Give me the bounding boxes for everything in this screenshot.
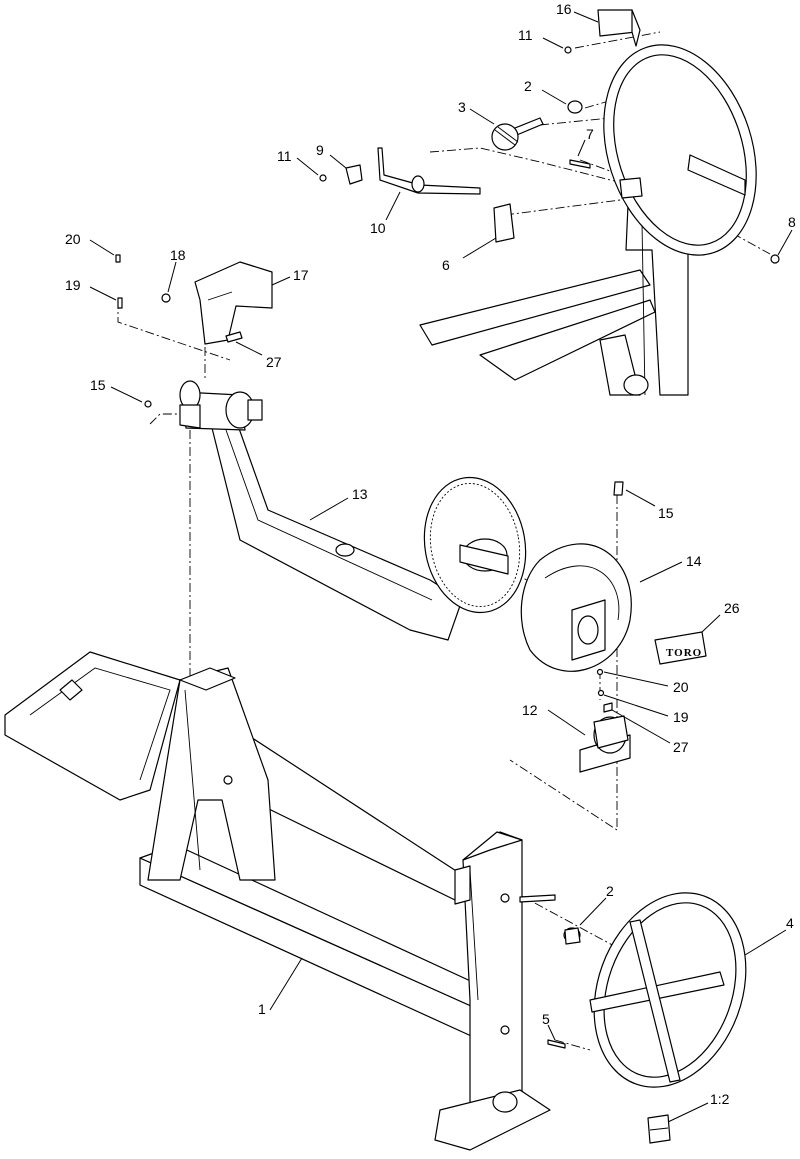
callout-3: 3 xyxy=(458,99,466,115)
callout-18: 18 xyxy=(170,247,186,263)
callout-16: 16 xyxy=(556,1,572,17)
callout-26: 26 xyxy=(724,600,740,616)
toro-logo-text: TORO xyxy=(666,647,702,659)
callout-12: 12 xyxy=(522,702,538,718)
callout-15-right: 15 xyxy=(658,505,674,521)
callout-20-lower: 20 xyxy=(673,679,689,695)
callout-13: 13 xyxy=(352,486,368,502)
callout-1: 1 xyxy=(258,1001,266,1017)
callout-11-left: 11 xyxy=(277,148,292,164)
leader-lines xyxy=(89,11,793,1123)
callout-5: 5 xyxy=(542,1011,550,1027)
callout-19-lower: 19 xyxy=(673,709,689,725)
callout-1-2: 1:2 xyxy=(710,1091,730,1107)
callout-14: 14 xyxy=(686,553,702,569)
callout-9: 9 xyxy=(316,142,324,158)
callout-15-left: 15 xyxy=(90,377,106,393)
main-base-frame xyxy=(4,651,556,1151)
callout-11-upper: 11 xyxy=(518,27,533,43)
drive-disc-assembly: TORO xyxy=(520,481,707,773)
callout-27-lower: 27 xyxy=(673,739,689,755)
callout-7: 7 xyxy=(586,126,594,142)
upper-left-bracket xyxy=(115,254,273,345)
upper-small-parts xyxy=(319,9,643,243)
callout-2-upper: 2 xyxy=(524,78,532,94)
upper-support-stand xyxy=(419,44,780,396)
callout-labels: 16 11 2 3 7 11 9 10 6 8 20 18 17 19 27 1… xyxy=(65,1,796,1107)
lower-wheel-assembly xyxy=(547,892,747,1144)
arm-and-gear xyxy=(144,380,527,641)
callout-27-upper: 27 xyxy=(266,354,282,370)
callout-2-lower: 2 xyxy=(606,883,614,899)
callout-20-upper: 20 xyxy=(65,231,81,247)
callout-17: 17 xyxy=(293,267,309,283)
callout-8: 8 xyxy=(788,214,796,230)
callout-10: 10 xyxy=(370,220,386,236)
callout-6: 6 xyxy=(442,257,450,273)
callout-19-upper: 19 xyxy=(65,277,81,293)
callout-4: 4 xyxy=(786,915,794,931)
